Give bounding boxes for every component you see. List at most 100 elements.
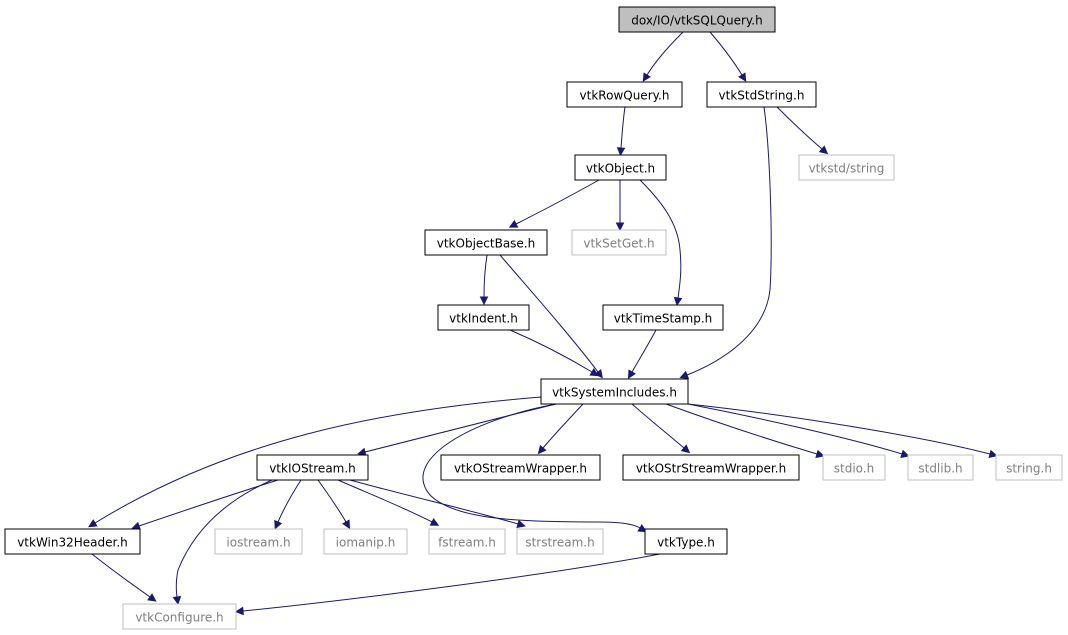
node-configure[interactable]: vtkConfigure.h xyxy=(122,603,237,630)
node-label: vtkSystemIncludes.h xyxy=(552,386,677,400)
node-label: iostream.h xyxy=(226,536,290,550)
node-ostreamwrapper[interactable]: vtkOStreamWrapper.h xyxy=(440,454,601,481)
edge-root-to-stdstring xyxy=(709,31,747,82)
edge-sysincludes-to-ostreamwrapper xyxy=(537,403,584,455)
edge-sysincludes-to-string_h xyxy=(687,403,998,459)
node-strstream[interactable]: strstream.h xyxy=(516,528,604,555)
node-object[interactable]: vtkObject.h xyxy=(574,154,667,181)
arrowhead xyxy=(88,519,98,528)
node-box xyxy=(618,6,776,33)
edge-line xyxy=(665,403,818,455)
node-label: vtkOStreamWrapper.h xyxy=(454,462,587,476)
node-label: vtkConfigure.h xyxy=(135,611,223,625)
edge-line xyxy=(686,106,772,376)
arrowhead xyxy=(815,449,825,458)
arrowhead xyxy=(131,521,141,530)
arrowhead xyxy=(516,519,526,528)
edge-line xyxy=(337,479,433,523)
arrowhead xyxy=(738,72,747,82)
node-label: stdlib.h xyxy=(918,462,962,476)
node-label: vtkSetGet.h xyxy=(583,237,654,251)
node-timestamp[interactable]: vtkTimeStamp.h xyxy=(602,304,724,331)
edge-line xyxy=(620,106,626,149)
node-box xyxy=(323,528,408,555)
node-label: fstream.h xyxy=(438,536,496,550)
arrowhead xyxy=(627,369,636,380)
node-box xyxy=(122,603,237,630)
node-iostream[interactable]: iostream.h xyxy=(214,528,303,555)
arrowhead xyxy=(508,219,519,228)
arrowhead xyxy=(234,606,244,616)
edge-line xyxy=(242,553,661,612)
node-win32header[interactable]: vtkWin32Header.h xyxy=(4,528,141,555)
arrowhead xyxy=(679,370,690,379)
arrowhead xyxy=(818,145,829,155)
arrowhead xyxy=(680,444,691,454)
edge-iostream_h-to-strstream xyxy=(349,479,526,528)
node-type[interactable]: vtkType.h xyxy=(644,528,728,555)
arrowhead xyxy=(274,519,283,530)
node-iomanip[interactable]: iomanip.h xyxy=(323,528,408,555)
node-iostream_h[interactable]: vtkIOStream.h xyxy=(256,454,369,481)
edge-rowquery-to-object xyxy=(616,106,626,157)
node-label: vtkIOStream.h xyxy=(269,462,356,476)
node-sysincludes[interactable]: vtkSystemIncludes.h xyxy=(540,378,689,405)
arrowhead xyxy=(537,444,547,455)
node-box xyxy=(256,454,369,481)
node-box xyxy=(440,454,601,481)
node-stdio[interactable]: stdio.h xyxy=(822,454,886,481)
node-label: vtkRowQuery.h xyxy=(580,89,670,103)
node-box xyxy=(822,454,886,481)
node-box xyxy=(437,304,530,331)
edge-line xyxy=(515,179,600,225)
edge-line xyxy=(687,403,903,455)
node-objectbase[interactable]: vtkObjectBase.h xyxy=(424,229,548,256)
edge-root-to-rowquery xyxy=(642,31,684,82)
edge-type-to-configure xyxy=(234,553,661,616)
node-box xyxy=(798,154,895,181)
arrowhead xyxy=(429,517,440,526)
node-box xyxy=(622,454,800,481)
edge-line xyxy=(499,254,599,373)
edge-line xyxy=(349,479,519,525)
node-box xyxy=(995,454,1063,481)
arrowhead xyxy=(673,296,683,307)
edge-line xyxy=(542,403,584,449)
arrowhead xyxy=(589,368,599,377)
edge-stdstring-to-vtkstdstring xyxy=(776,106,829,155)
edge-line xyxy=(509,329,593,373)
edge-line xyxy=(364,403,557,453)
node-string_h[interactable]: string.h xyxy=(995,454,1063,481)
node-stdstring[interactable]: vtkStdString.h xyxy=(706,81,817,108)
node-label: vtkObject.h xyxy=(586,162,655,176)
node-box xyxy=(644,528,728,555)
node-indent[interactable]: vtkIndent.h xyxy=(437,304,530,331)
node-setget[interactable]: vtkSetGet.h xyxy=(571,229,667,256)
node-label: vtkStdString.h xyxy=(719,89,805,103)
arrowhead xyxy=(637,524,647,533)
node-rowquery[interactable]: vtkRowQuery.h xyxy=(566,81,683,108)
node-label: strstream.h xyxy=(525,536,594,550)
node-fstream[interactable]: fstream.h xyxy=(428,528,506,555)
arrowhead xyxy=(342,519,351,530)
node-box xyxy=(566,81,683,108)
node-label: vtkObjectBase.h xyxy=(437,237,535,251)
node-label: string.h xyxy=(1006,462,1052,476)
node-box xyxy=(424,229,548,256)
edge-line xyxy=(631,403,685,449)
edge-iostream_h-to-fstream xyxy=(337,479,440,526)
edge-line xyxy=(422,403,641,529)
node-box xyxy=(540,378,689,405)
edge-timestamp-to-sysincludes xyxy=(627,329,657,380)
node-stdlib[interactable]: stdlib.h xyxy=(907,454,974,481)
node-label: stdio.h xyxy=(834,462,874,476)
node-vtkstdstring[interactable]: vtkstd/string xyxy=(798,154,895,181)
node-ostrstreamwrapper[interactable]: vtkOStrStreamWrapper.h xyxy=(622,454,800,481)
arrowhead xyxy=(900,449,910,458)
arrowhead xyxy=(616,147,626,157)
edge-win32header-to-configure xyxy=(91,553,157,602)
edge-line xyxy=(94,396,542,524)
edge-line xyxy=(483,254,488,298)
node-root[interactable]: dox/IO/vtkSQLQuery.h xyxy=(618,6,776,33)
